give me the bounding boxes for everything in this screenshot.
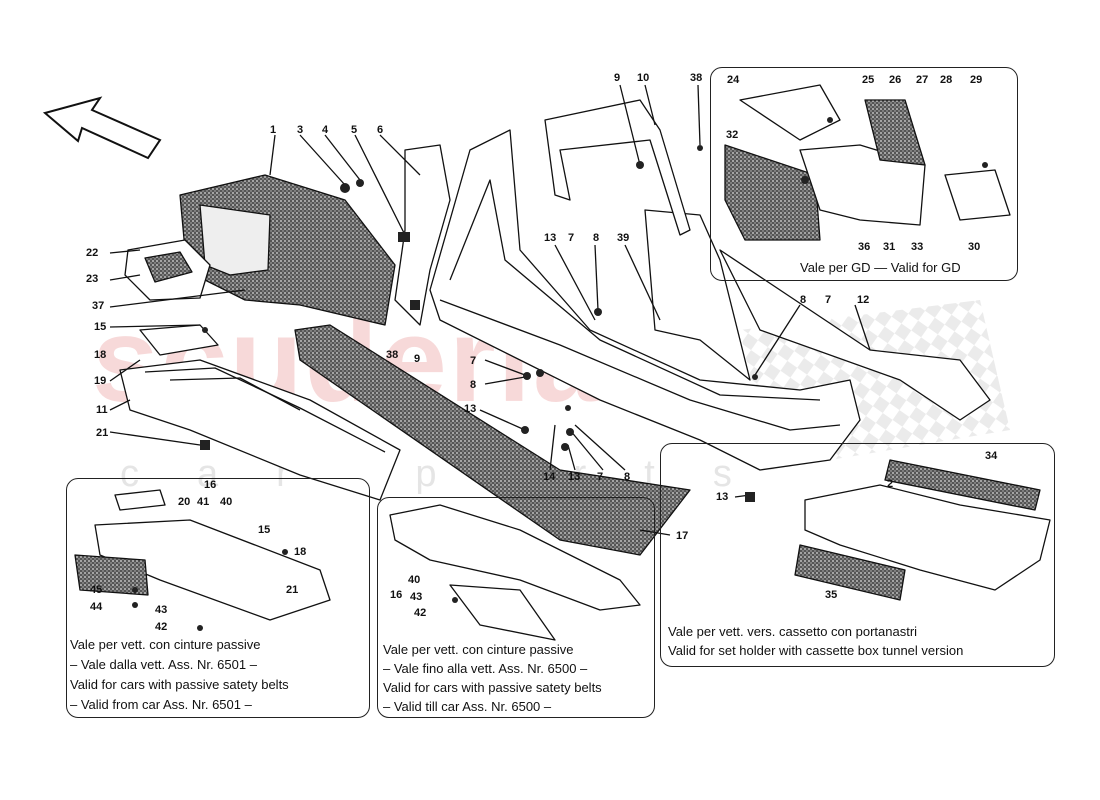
callout-number: 40 [408, 574, 421, 586]
callout-number: 27 [916, 74, 929, 86]
callout-number: 43 [155, 604, 168, 616]
callout-number: 7 [568, 232, 575, 244]
callout-number: 35 [825, 589, 838, 601]
callout-number: 16 [390, 589, 403, 601]
callout-number: 43 [410, 591, 423, 603]
callout-number: 8 [593, 232, 600, 244]
note-gd: Vale per GD — Valid for GD [800, 260, 961, 275]
callout-number: 15 [258, 524, 271, 536]
callout-number: 38 [690, 72, 703, 84]
callout-number: 8 [624, 471, 631, 483]
callout-number: 14 [543, 471, 556, 483]
callout-number: 17 [676, 530, 689, 542]
callout-number: 34 [985, 450, 998, 462]
callout-number: 7 [470, 355, 477, 367]
callout-number: 37 [92, 300, 105, 312]
note-passive-till-line-4: – Valid till car Ass. Nr. 6500 – [383, 699, 552, 714]
note-passive-till-line-2: – Vale fino alla vett. Ass. Nr. 6500 – [383, 661, 588, 676]
callout-number: 4 [322, 124, 329, 136]
callout-number: 42 [414, 607, 427, 619]
inset-box-cassette [660, 443, 1055, 667]
callout-number: 41 [197, 496, 210, 508]
direction-arrow-icon [42, 96, 162, 160]
callout-number: 13 [544, 232, 557, 244]
callout-number: 19 [94, 375, 107, 387]
callout-number: 5 [351, 124, 358, 136]
callout-number: 22 [86, 247, 99, 259]
callout-number: 10 [637, 72, 650, 84]
callout-number: 32 [726, 129, 739, 141]
callout-number: 21 [96, 427, 109, 439]
callout-number: 13 [568, 471, 581, 483]
callout-number: 42 [155, 621, 168, 633]
note-passive-from-line-2: – Vale dalla vett. Ass. Nr. 6501 – [70, 657, 257, 672]
callout-number: 26 [889, 74, 902, 86]
callout-number: 7 [597, 471, 604, 483]
callout-number: 8 [470, 379, 477, 391]
callout-number: 31 [883, 241, 896, 253]
callout-number: 1 [270, 124, 277, 136]
callout-number: 24 [727, 74, 740, 86]
note-cassette-line-1: Vale per vett. vers. cassetto con portan… [668, 624, 918, 639]
callout-number: 36 [858, 241, 871, 253]
callout-number: 6 [377, 124, 384, 136]
note-passive-from-line-4: – Valid from car Ass. Nr. 6501 – [70, 697, 252, 712]
callout-number: 29 [970, 74, 983, 86]
callout-number: 3 [297, 124, 304, 136]
callout-number: 2 [887, 478, 894, 490]
callout-number: 33 [911, 241, 924, 253]
callout-number: 9 [614, 72, 621, 84]
callout-number: 40 [220, 496, 233, 508]
callout-number: 39 [617, 232, 630, 244]
callout-number: 13 [464, 403, 477, 415]
note-cassette-line-2: Valid for set holder with cassette box t… [668, 643, 964, 658]
callout-number: 18 [94, 349, 107, 361]
callout-number: 13 [716, 491, 729, 503]
note-passive-till-line-1: Vale per vett. con cinture passive [383, 642, 574, 657]
callout-number: 25 [862, 74, 875, 86]
inset-box-passive-till [377, 497, 655, 718]
note-passive-from-line-3: Valid for cars with passive satety belts [70, 677, 289, 692]
callout-number: 11 [96, 404, 108, 416]
callout-number: 20 [178, 496, 191, 508]
callout-number: 23 [86, 273, 99, 285]
inset-box-gd [710, 67, 1018, 281]
callout-number: 38 [386, 349, 399, 361]
callout-number: 9 [414, 353, 421, 365]
callout-number: 30 [968, 241, 981, 253]
callout-number: 18 [294, 546, 307, 558]
callout-number: 7 [825, 294, 832, 306]
inset-box-passive-from [66, 478, 370, 718]
callout-number: 21 [286, 584, 299, 596]
note-passive-from-line-1: Vale per vett. con cinture passive [70, 637, 261, 652]
note-passive-till-line-3: Valid for cars with passive satety belts [383, 680, 602, 695]
callout-number: 44 [90, 601, 103, 613]
callout-number: 12 [857, 294, 870, 306]
callout-number: 16 [204, 479, 217, 491]
callout-number: 15 [94, 321, 107, 333]
callout-number: 45 [90, 584, 103, 596]
callout-number: 8 [800, 294, 807, 306]
callout-number: 28 [940, 74, 953, 86]
